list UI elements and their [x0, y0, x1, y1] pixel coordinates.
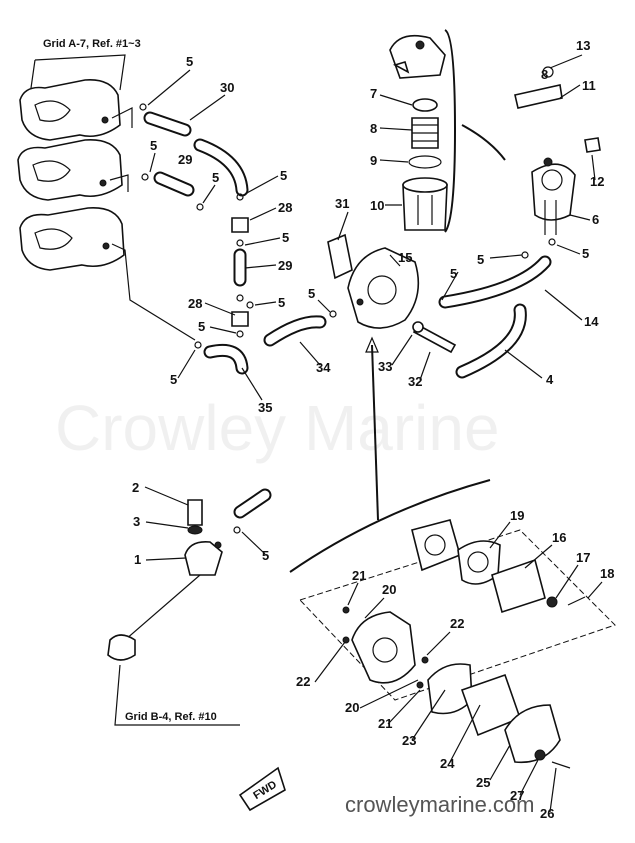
exploded-pump-assembly: [289, 479, 616, 769]
callout-5: 5: [308, 286, 315, 301]
callout-5: 5: [170, 372, 177, 387]
callout-21: 21: [378, 716, 392, 731]
lower-left-pump: [107, 499, 240, 726]
callout-labels: 5 30 5 29 5 5 28 5 29 28 5 5 5 34 35 31 …: [132, 38, 614, 821]
callout-12: 12: [590, 174, 604, 189]
callout-5: 5: [477, 252, 484, 267]
fuel-hoses: [139, 103, 337, 534]
fwd-arrow: FWD: [238, 766, 286, 812]
callout-5: 5: [280, 168, 287, 183]
callout-31: 31: [335, 196, 349, 211]
callout-8: 8: [370, 121, 377, 136]
callout-22: 22: [296, 674, 310, 689]
callout-28: 28: [188, 296, 202, 311]
callout-17: 17: [576, 550, 590, 565]
fuel-filter-right: [514, 66, 601, 259]
callout-18: 18: [600, 566, 614, 581]
callout-2: 2: [132, 480, 139, 495]
callout-19: 19: [510, 508, 524, 523]
callout-29: 29: [178, 152, 192, 167]
callout-11: 11: [582, 78, 596, 93]
callout-20: 20: [382, 582, 396, 597]
callout-24: 24: [440, 756, 455, 771]
callout-7: 7: [370, 86, 377, 101]
callout-1: 1: [134, 552, 141, 567]
callout-21: 21: [352, 568, 366, 583]
callout-10: 10: [370, 198, 384, 213]
callout-3: 3: [133, 514, 140, 529]
callout-5: 5: [150, 138, 157, 153]
callout-5: 5: [278, 295, 285, 310]
callout-30: 30: [220, 80, 234, 95]
callout-29: 29: [278, 258, 292, 273]
callout-9: 9: [370, 153, 377, 168]
callout-27: 27: [510, 788, 524, 803]
callout-28: 28: [278, 200, 292, 215]
callout-5: 5: [262, 548, 269, 563]
callout-15: 15: [398, 250, 412, 265]
callout-26: 26: [540, 806, 554, 821]
carburetor-assemblies: [17, 54, 196, 341]
grid-a-note: Grid A-7, Ref. #1~3: [43, 38, 141, 50]
callout-5: 5: [212, 170, 219, 185]
site-url: crowleymarine.com: [345, 792, 535, 817]
callout-13: 13: [576, 38, 590, 53]
callout-22: 22: [450, 616, 464, 631]
callout-32: 32: [408, 374, 422, 389]
callout-20: 20: [345, 700, 359, 715]
callout-5: 5: [582, 246, 589, 261]
watermark: Crowley Marine: [55, 392, 500, 464]
callout-23: 23: [402, 733, 416, 748]
callout-5: 5: [186, 54, 193, 69]
callout-5: 5: [198, 319, 205, 334]
callout-8: 8: [541, 67, 548, 82]
callout-34: 34: [316, 360, 331, 375]
callout-16: 16: [552, 530, 566, 545]
callout-5: 5: [450, 266, 457, 281]
callout-4: 4: [546, 372, 554, 387]
fuel-filter-assembly: [389, 29, 506, 233]
callout-33: 33: [378, 359, 392, 374]
grid-b-note: Grid B-4, Ref. #10: [125, 711, 217, 723]
callout-14: 14: [584, 314, 599, 329]
leader-lines: [144, 54, 603, 813]
callout-6: 6: [592, 212, 599, 227]
callout-35: 35: [258, 400, 272, 415]
fuel-pump-assembly: [327, 233, 552, 521]
callout-5: 5: [282, 230, 289, 245]
callout-25: 25: [476, 775, 490, 790]
